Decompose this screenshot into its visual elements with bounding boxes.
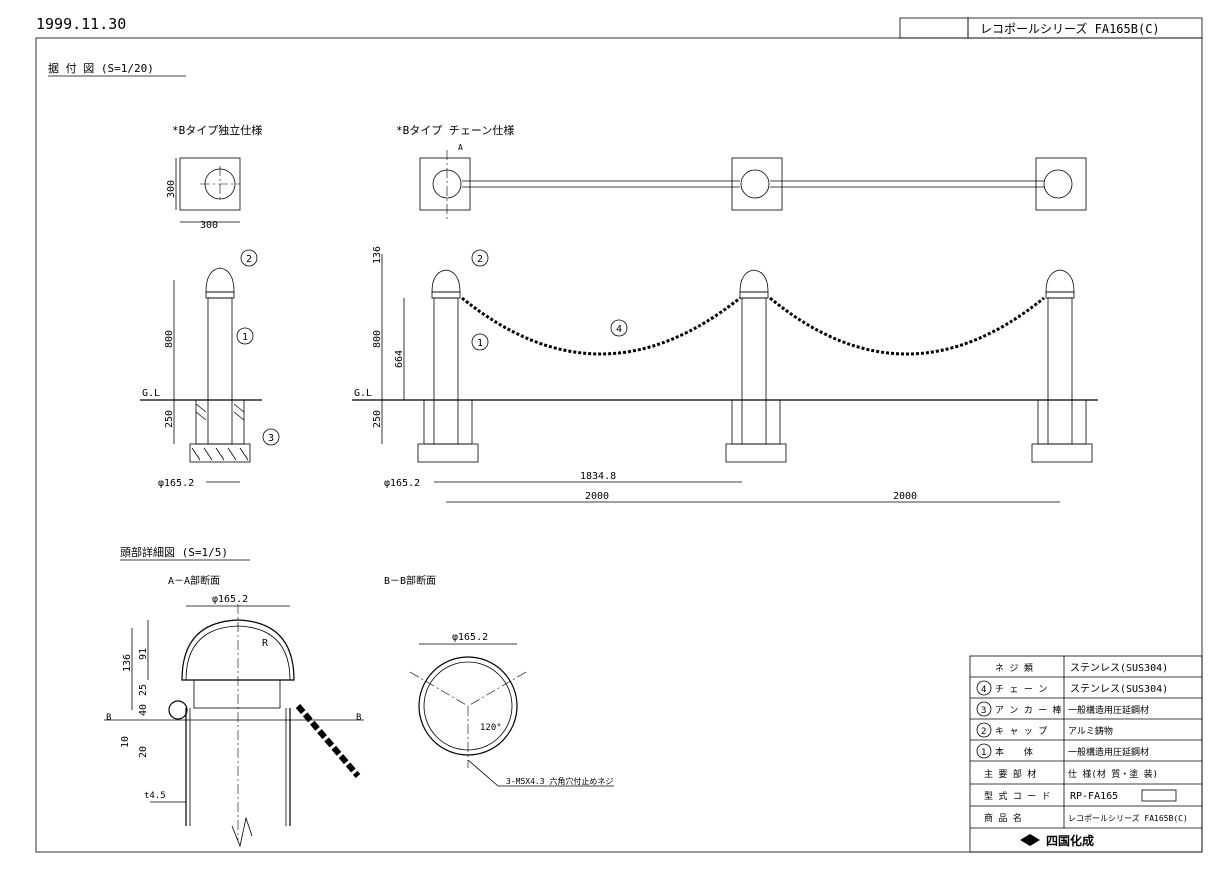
aa-section-label: A－A部断面 (168, 574, 220, 587)
svg-text:4: 4 (616, 324, 622, 335)
detail-dia-dim: φ165.2 (212, 594, 248, 605)
detail-radius-mark: R (262, 638, 269, 649)
span-dim-2: 2000 (893, 491, 917, 502)
detail-b-mark-left: B (106, 713, 111, 723)
detail-40-dim: 40 (138, 704, 149, 716)
svg-text:2: 2 (246, 254, 252, 265)
series-label: レコポールシリーズ FA165B(C) (980, 21, 1160, 36)
svg-text:1: 1 (477, 338, 483, 349)
section-mark-a: A (458, 143, 463, 152)
chain-cap-dim: 136 (372, 246, 383, 264)
detail-136-dim: 136 (122, 654, 133, 672)
company-name: 四国化成 (1046, 833, 1094, 848)
balloon-chain: 4 (610, 319, 628, 337)
spec-row-3-no: 3 (981, 706, 986, 716)
spec-row-2-part: チ ェ ー ン (995, 684, 1047, 695)
detail-b-mark-right: B (356, 713, 361, 723)
chain-depth-dim: 250 (372, 410, 383, 428)
balloon-main-body-single: 1 (236, 327, 254, 345)
detail-91-dim: 91 (138, 648, 149, 660)
detail-thickness-dim: t4.5 (144, 791, 166, 801)
spec-header-part: 主 要 部 材 (984, 768, 1036, 780)
bb-angle-dim: 120° (480, 723, 502, 733)
spec-row-4-part: キ ャ ッ プ (995, 726, 1047, 737)
spec-name-label: 商 品 名 (984, 812, 1022, 824)
chain-height-dim: 800 (372, 330, 383, 348)
chain-dia-dim: φ165.2 (384, 478, 420, 489)
spec-table: ネ ジ 類 ステンレス(SUS304) 4 チ ェ ー ン ステンレス(SUS3… (969, 655, 1203, 853)
base-width-dim: 300 (200, 220, 218, 231)
spec-row-4-spec: アルミ鋳物 (1068, 725, 1113, 737)
b-chain-view-label: *Bタイプ チェーン仕様 (396, 123, 514, 137)
span-dim-1: 2000 (585, 491, 609, 502)
spec-row-5-spec: 一般構造用圧延鋼材 (1068, 746, 1149, 758)
spec-row-4-no: 2 (981, 727, 986, 737)
spec-name-value: レコポールシリーズ FA165B(C) (1068, 813, 1188, 823)
company-logo-icon (1020, 834, 1040, 846)
base-height-dim: 300 (166, 180, 177, 198)
balloon-main-body-chain: 1 (471, 333, 489, 351)
svg-text:2: 2 (477, 254, 483, 265)
svg-text:1: 1 (242, 332, 248, 343)
spec-row-1-spec: ステンレス(SUS304) (1070, 663, 1168, 674)
spec-row-5-no: 1 (981, 748, 986, 758)
title-block-blank-cell (899, 17, 969, 39)
spec-row-5-part: 本 体 (995, 746, 1033, 758)
chain-span-1 (461, 296, 741, 356)
spec-code-box (1141, 789, 1177, 802)
detail-10-dim: 10 (120, 736, 131, 748)
spec-row-2-spec: ステンレス(SUS304) (1070, 684, 1168, 695)
detail-view-title: 頭部詳細図 (S=1/5) (120, 545, 228, 559)
spec-code-value: RP-FA165 (1070, 791, 1118, 802)
bb-section-label: B－B部断面 (384, 574, 436, 587)
single-dia-dim: φ165.2 (158, 478, 194, 489)
b-single-view-label: *Bタイプ独立仕様 (172, 123, 262, 137)
ground-label-single: G.L (142, 388, 160, 399)
balloon-anchor: 3 (262, 428, 280, 446)
single-post-plan-view: 300 300 (166, 157, 241, 231)
detail-20-dim: 20 (138, 746, 149, 758)
balloon-cap-single: 2 (240, 249, 258, 267)
spec-row-2-no: 4 (981, 685, 986, 695)
bb-dia-dim: φ165.2 (452, 632, 488, 643)
bb-section-drawing: φ165.2 120° 3-M5X4.3 六角穴付止めネジ (409, 632, 614, 787)
install-view-title: 据 付 図 (S=1/20) (48, 61, 154, 75)
spec-code-label: 型 式 コ ー ド (984, 790, 1051, 802)
spec-header-spec: 仕 様(材 質・塗 装) (1068, 768, 1158, 780)
spec-row-3-spec: 一般構造用圧延鋼材 (1068, 704, 1149, 716)
svg-text:3: 3 (268, 433, 274, 444)
chain-plan-view: A (419, 143, 1087, 222)
chain-span-2 (769, 296, 1045, 356)
inner-span-dim: 1834.8 (580, 471, 616, 482)
single-depth-dim: 250 (164, 410, 175, 428)
balloon-cap-chain: 2 (471, 249, 489, 267)
detail-25-dim: 25 (138, 684, 149, 696)
drawing-date: 1999.11.30 (36, 15, 126, 33)
chain-inner-height-dim: 664 (394, 350, 405, 368)
spec-row-3-part: ア ン カ ー 棒 (995, 704, 1062, 716)
ground-label-chain: G.L (354, 388, 372, 399)
single-height-dim: 800 (164, 330, 175, 348)
drawing-border (35, 37, 1203, 853)
single-post-elevation: 800 250 φ165.2 (158, 267, 251, 489)
chain-posts-elevation: 136 800 250 664 φ165.2 1834.8 2000 2000 (372, 246, 1093, 503)
spec-row-1-part: ネ ジ 類 (995, 663, 1033, 674)
bb-screw-note: 3-M5X4.3 六角穴付止めネジ (506, 776, 613, 786)
aa-section-drawing: φ165.2 R 136 91 25 40 10 20 B B t4.5 (104, 594, 364, 848)
